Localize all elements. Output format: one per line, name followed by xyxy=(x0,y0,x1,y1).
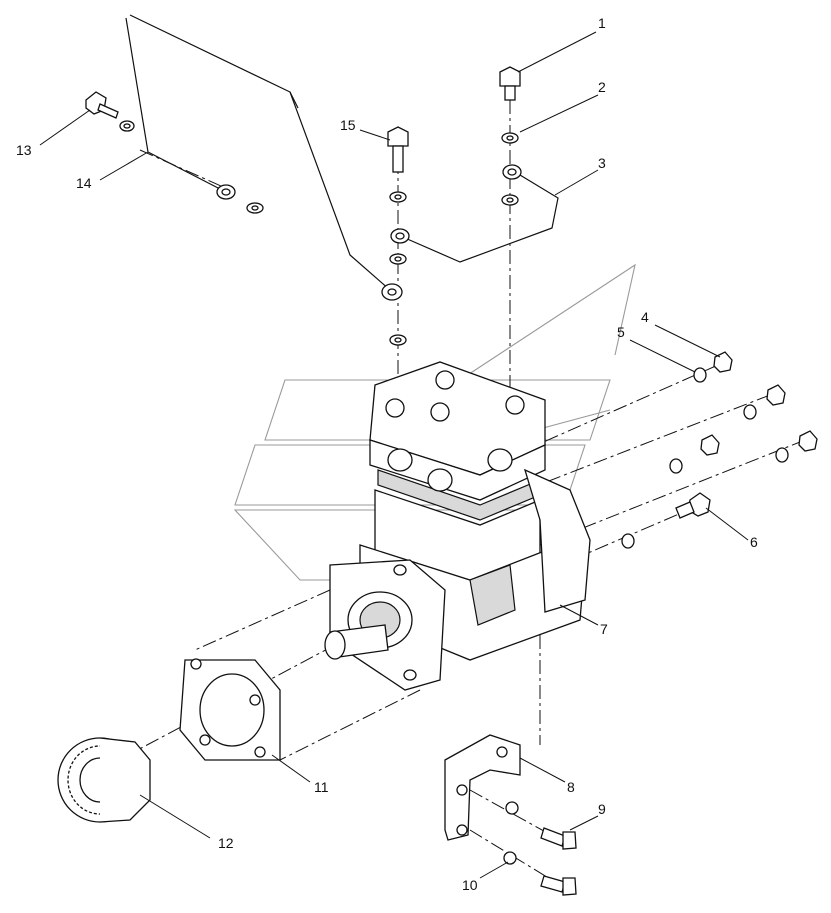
callout-12: 12 xyxy=(218,835,234,851)
air-compressor-7 xyxy=(324,361,591,691)
gasket-11 xyxy=(179,658,281,761)
callout-1: 1 xyxy=(598,15,606,31)
callout-14: 14 xyxy=(76,175,92,191)
bolt-6 xyxy=(621,492,711,549)
callout-10: 10 xyxy=(462,877,478,893)
callout-8: 8 xyxy=(567,779,575,795)
banjo-bolt-13 xyxy=(85,91,264,214)
bracket-8 xyxy=(444,734,521,841)
callout-6: 6 xyxy=(750,534,758,550)
bolt-1 xyxy=(499,66,521,206)
bolt-15 xyxy=(387,126,409,346)
callout-11: 11 xyxy=(314,779,329,795)
callout-2: 2 xyxy=(598,79,606,95)
callout-4: 4 xyxy=(641,309,649,325)
oil-line-14 xyxy=(125,14,403,301)
callout-7: 7 xyxy=(600,621,608,637)
nuts-washers-4-5 xyxy=(669,351,818,474)
callout-13: 13 xyxy=(16,142,32,158)
callout-9: 9 xyxy=(598,801,606,817)
pipe-3 xyxy=(390,164,559,263)
gear-12 xyxy=(57,737,151,823)
bolts-9-10 xyxy=(503,801,577,896)
callout-5: 5 xyxy=(617,324,625,340)
leader-lines xyxy=(39,31,749,879)
callout-15: 15 xyxy=(340,117,356,133)
callout-3: 3 xyxy=(598,155,606,171)
